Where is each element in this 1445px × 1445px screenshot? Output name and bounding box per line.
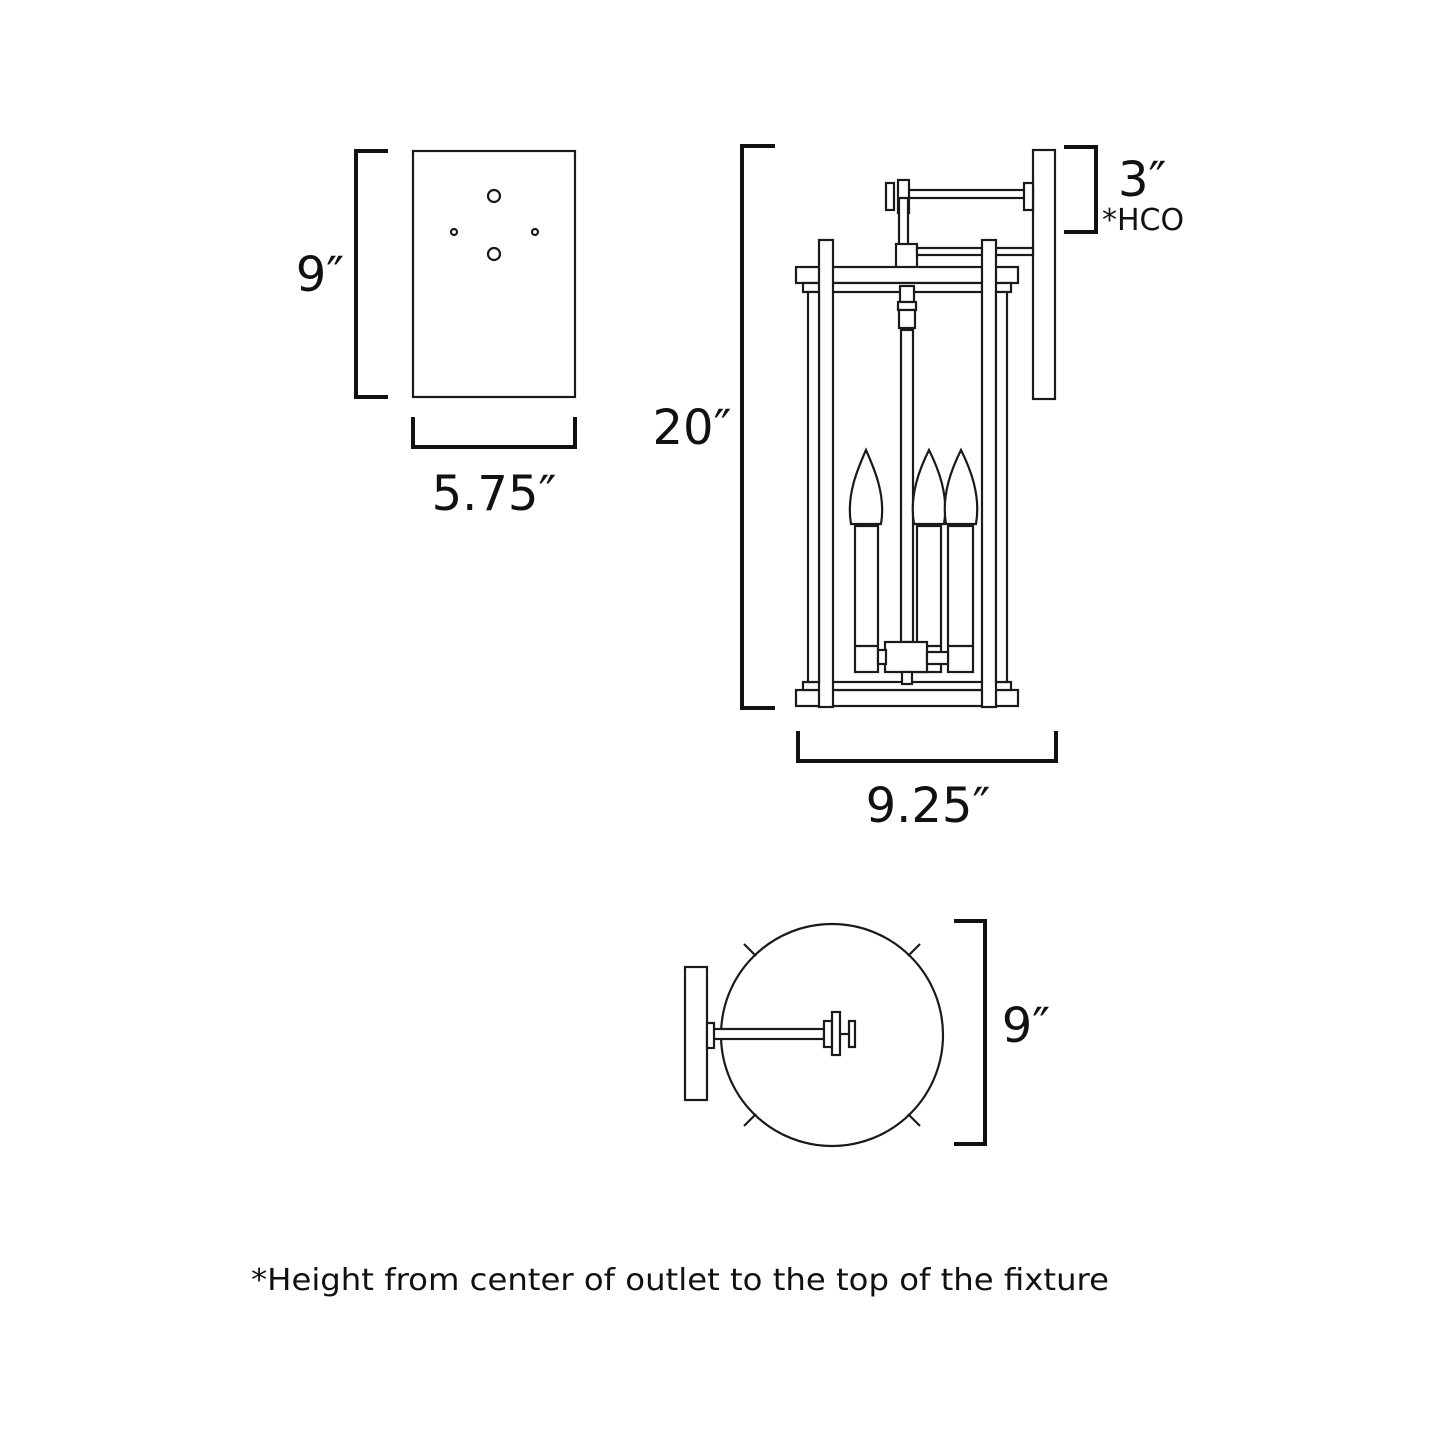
hco-label: 3″ (1118, 152, 1166, 208)
arm-knuckle (894, 242, 919, 270)
mount-hole-top (486, 188, 502, 204)
hco-note: *HCO (1102, 203, 1184, 238)
top-view: 9″ (683, 919, 1050, 1148)
arm-drop (897, 196, 910, 248)
top-arm (710, 1027, 826, 1041)
cluster-finial (900, 670, 914, 686)
front-width-bracket (796, 731, 1058, 763)
corner-tab-1 (743, 943, 757, 957)
corner-tab-2 (907, 943, 921, 957)
left-post-inner (806, 290, 821, 684)
backplate-height-bracket (354, 149, 388, 399)
mount-hole-left (449, 227, 459, 237)
top-depth-bracket (954, 919, 987, 1146)
right-post-inner (994, 290, 1009, 684)
left-post-outer (817, 238, 835, 709)
hco-bracket (1064, 145, 1098, 234)
center-stem (899, 328, 915, 644)
backplate-view: 9″ 5.75″ (296, 149, 577, 522)
stem-coupling-2 (897, 308, 917, 330)
stem-cap (898, 284, 916, 304)
arm-collar-1 (884, 181, 896, 212)
top-arm-collar-1 (822, 1019, 834, 1049)
top-arm-collar-3 (847, 1019, 857, 1049)
bulb-mid (911, 447, 947, 526)
cluster-arm-right (925, 650, 950, 666)
wall-plate (1031, 148, 1057, 401)
backplate-height-label: 9″ (296, 247, 344, 303)
backplate-outline (411, 149, 577, 399)
bulb-right (943, 447, 979, 526)
cluster-arm-left (876, 648, 888, 666)
mount-hole-right (530, 227, 540, 237)
candle-sleeve-right (946, 524, 975, 674)
top-arm-collar-wall (705, 1021, 716, 1050)
arm-collar-3 (1022, 181, 1035, 212)
mount-hole-bottom (486, 246, 502, 262)
front-view: 20″ 9.25″ 3″ *HCO (652, 144, 1184, 834)
top-arm-collar-2 (830, 1010, 842, 1057)
front-height-bracket (740, 144, 775, 710)
candle-sleeve-left (853, 524, 880, 674)
corner-tab-4 (907, 1113, 921, 1127)
wall-arm (906, 188, 1035, 200)
top-depth-label: 9″ (1002, 998, 1050, 1054)
top-wall-plate (683, 965, 709, 1102)
corner-tab-3 (743, 1113, 757, 1127)
right-post-outer (980, 238, 998, 709)
footnote: *Height from center of outlet to the top… (251, 1263, 1109, 1298)
bulb-left (848, 447, 884, 526)
front-width-label: 9.25″ (866, 778, 991, 834)
arm-lower-bar (915, 246, 1035, 257)
backplate-width-bracket (411, 417, 577, 449)
cluster-body (883, 640, 929, 674)
front-height-label: 20″ (652, 400, 731, 456)
backplate-width-label: 5.75″ (432, 466, 557, 522)
stem-coupling-1 (896, 300, 918, 312)
